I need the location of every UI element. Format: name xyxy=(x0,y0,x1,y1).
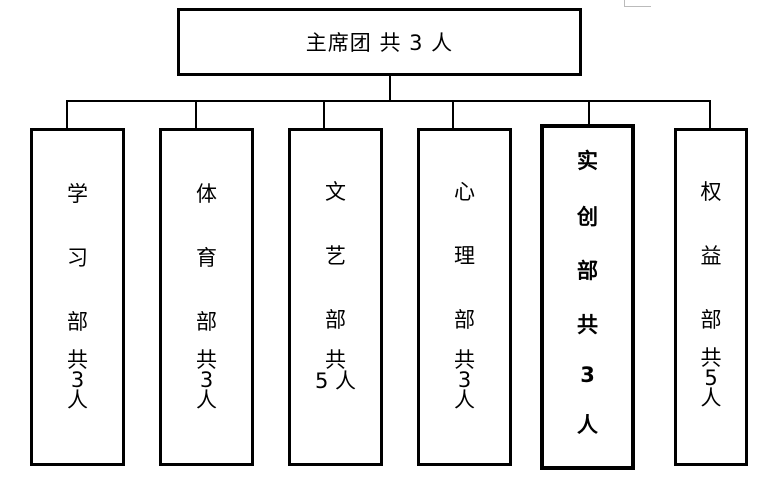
dept-char: 学 xyxy=(67,182,88,206)
corner-mark xyxy=(624,0,651,7)
root-label: 主席团 共 3 人 xyxy=(305,31,454,55)
dept-char: 人 xyxy=(67,388,88,412)
dept-char: 人 xyxy=(700,386,722,410)
dept-char: 共 xyxy=(454,348,475,372)
dept-char: 育 xyxy=(196,246,217,270)
dept-char: 理 xyxy=(454,244,475,268)
dept-char: 共 xyxy=(196,348,217,372)
dept-count: 5 xyxy=(704,366,718,390)
dept-char: 共 xyxy=(67,348,88,372)
dept-node-tiyu: 体 育 部 共 3 人 xyxy=(159,128,254,466)
dept-char: 共 xyxy=(577,313,598,337)
dept-count: 3 xyxy=(457,368,472,392)
branch-connector-2 xyxy=(195,100,197,129)
dept-char: 权 xyxy=(700,180,722,204)
dept-char: 共 xyxy=(700,346,722,370)
dept-char: 习 xyxy=(67,246,88,270)
dept-char: 创 xyxy=(577,205,598,229)
dept-node-quanyi: 权 益 部 共 5 人 xyxy=(674,128,748,466)
dept-char: 部 xyxy=(577,259,598,283)
dept-char: 体 xyxy=(196,182,217,206)
dept-count: 3 xyxy=(580,363,595,387)
dept-char: 文 xyxy=(325,180,346,204)
dept-char: 部 xyxy=(700,308,722,332)
dept-char: 艺 xyxy=(325,244,346,268)
dept-char: 人 xyxy=(577,413,598,437)
dept-count: 3 xyxy=(199,368,214,392)
dept-node-xinli: 心 理 部 共 3 人 xyxy=(417,128,512,466)
horizontal-connector xyxy=(66,100,711,102)
root-node-presidium: 主席团 共 3 人 xyxy=(177,8,582,76)
branch-connector-3 xyxy=(323,100,325,129)
dept-char: 人 xyxy=(196,388,217,412)
dept-char: 心 xyxy=(454,180,475,204)
dept-char: 实 xyxy=(577,149,598,173)
dept-node-shichuang: 实 创 部 共 3 人 xyxy=(540,124,635,470)
dept-char: 部 xyxy=(454,308,475,332)
branch-connector-5 xyxy=(588,100,590,129)
dept-char: 部 xyxy=(325,308,346,332)
branch-connector-4 xyxy=(452,100,454,129)
dept-count: 5 人 xyxy=(314,369,357,393)
branch-connector-6 xyxy=(709,100,711,129)
dept-node-xuexi: 学 习 部 共 3 人 xyxy=(30,128,125,466)
trunk-connector xyxy=(389,76,391,101)
dept-char: 人 xyxy=(454,388,475,412)
branch-connector-1 xyxy=(66,100,68,129)
dept-char: 益 xyxy=(700,244,722,268)
dept-count: 3 xyxy=(70,368,85,392)
dept-char: 共 xyxy=(325,348,346,372)
dept-char: 部 xyxy=(67,310,88,334)
dept-node-wenyi: 文 艺 部 共 5 人 xyxy=(288,128,383,466)
dept-char: 部 xyxy=(196,310,217,334)
